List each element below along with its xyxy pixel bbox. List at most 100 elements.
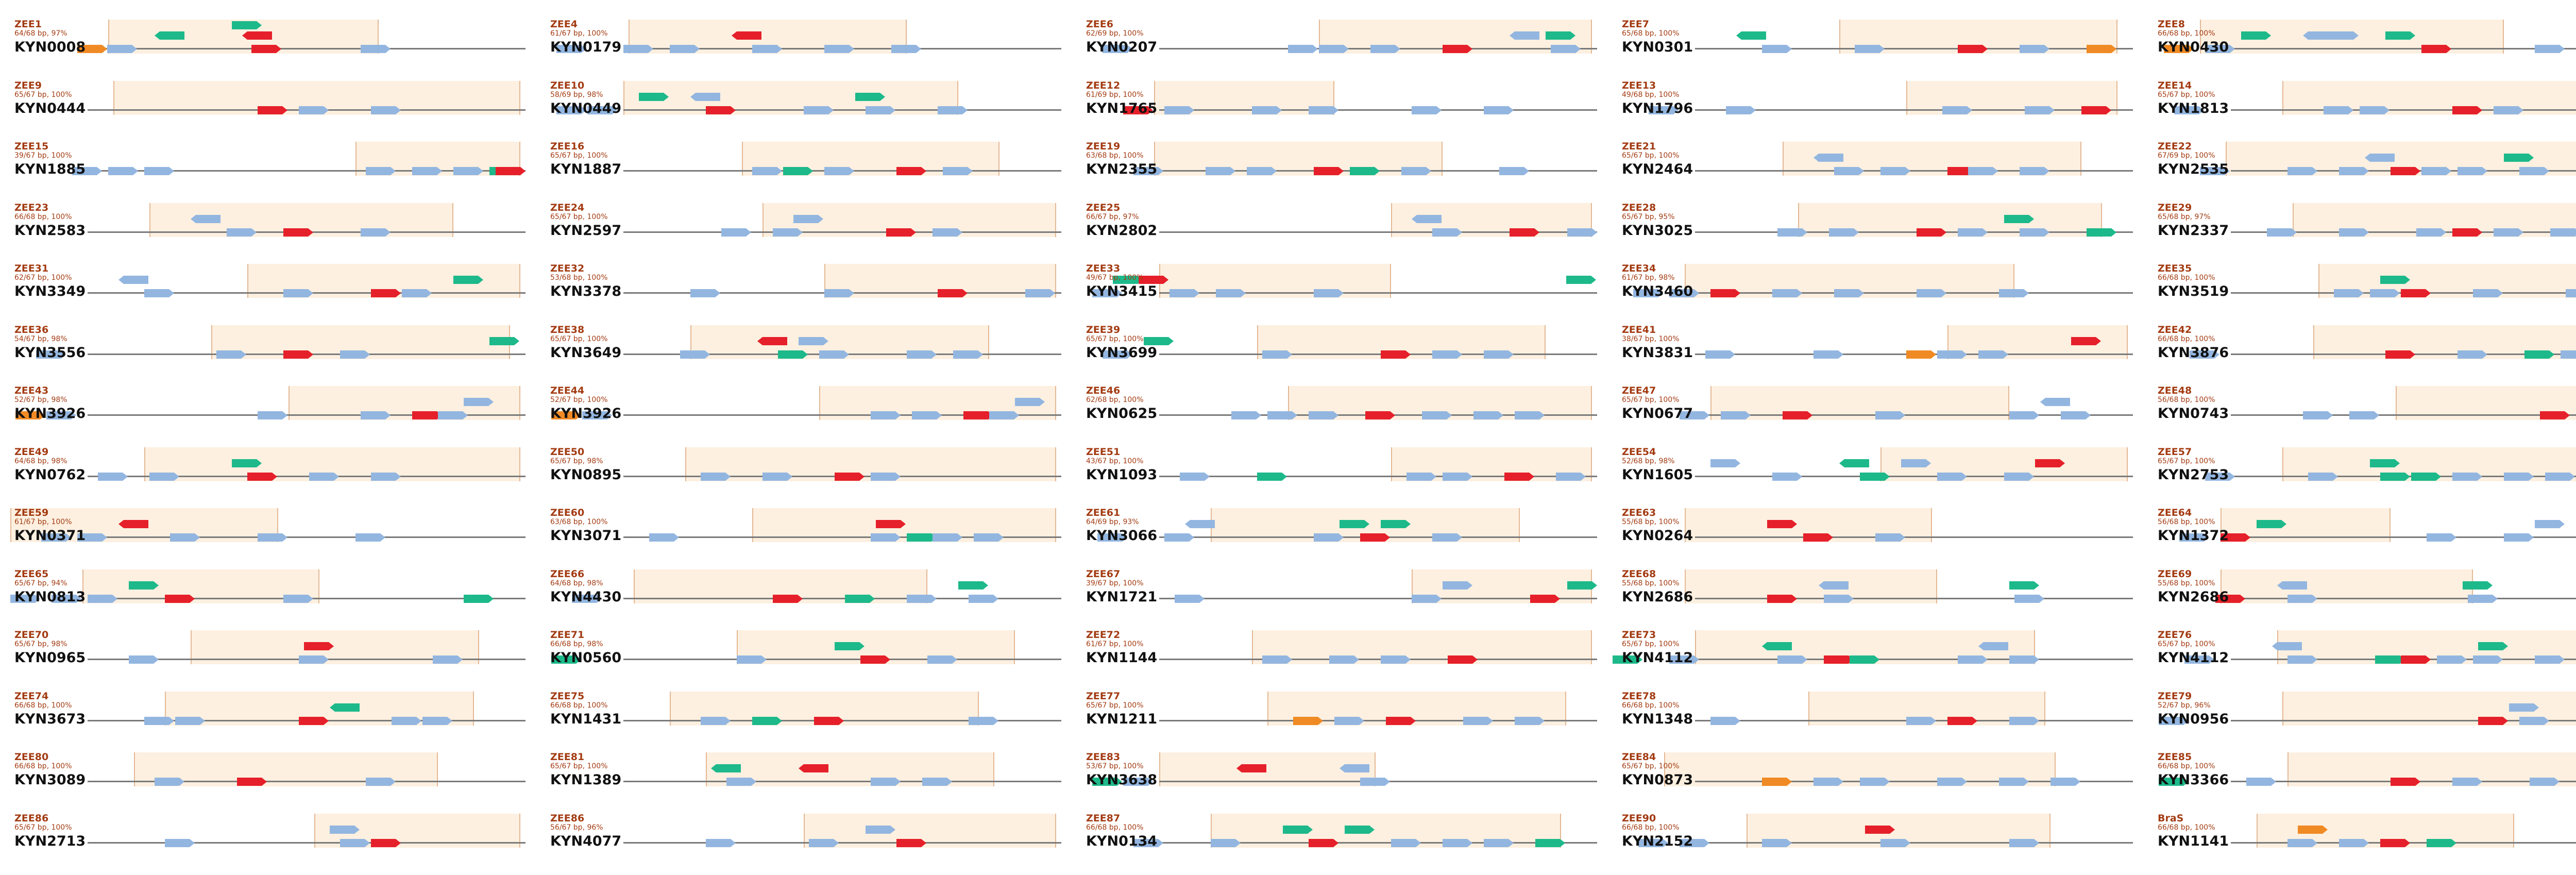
locus-id: KYN1211: [1086, 711, 1158, 727]
query-id: ZEE34: [1622, 263, 1656, 274]
gene-arrow: [2385, 30, 2415, 41]
gene-arrow: [809, 838, 839, 848]
gene-arrow: [1443, 580, 1472, 591]
contig-backbone: [88, 48, 526, 49]
gene-arrow: [2458, 166, 2487, 176]
locus-id: KYN3071: [550, 528, 622, 544]
alignment-stats: 66/68 bp, 98%: [550, 640, 603, 648]
gene-arrow: [2535, 654, 2565, 665]
gene-arrow: [1288, 44, 1318, 54]
gene-arrow: [2545, 472, 2575, 482]
query-id: ZEE84: [1622, 751, 1656, 763]
gene-arrow: [1566, 275, 1596, 285]
gene-arrow: [340, 349, 370, 360]
locus-id: KYN4430: [550, 588, 622, 605]
gene-arrow: [2566, 288, 2576, 298]
gene-arrow: [41, 532, 71, 543]
gene-arrow: [361, 44, 391, 54]
alignment-stats: 65/67 bp, 100%: [14, 90, 72, 99]
gene-arrow: [361, 410, 391, 420]
locus-id: KYN0743: [2158, 406, 2229, 422]
query-id: ZEE28: [1622, 201, 1656, 213]
gene-arrow: [2452, 777, 2482, 787]
gene-arrow: [2421, 44, 2451, 54]
contig-backbone: [2231, 48, 2576, 49]
gene-arrow: [2009, 838, 2039, 848]
gene-arrow: [1906, 349, 1936, 360]
gene-arrow: [2535, 44, 2565, 54]
alignment-stats: 63/68 bp, 100%: [1086, 152, 1144, 160]
gene-arrow: [623, 44, 653, 54]
gene-arrow: [1314, 532, 1344, 543]
gene-arrow: [896, 166, 926, 176]
gene-arrow: [1530, 594, 1560, 604]
gene-arrow: [2009, 580, 2039, 591]
gene-arrow: [793, 214, 823, 224]
contig-backbone: [1695, 170, 2133, 172]
contig-backbone: [2231, 719, 2576, 721]
gene-arrow: [2339, 166, 2369, 176]
query-id: ZEE7: [1622, 19, 1649, 30]
alignment-stats: 52/67 bp, 98%: [14, 396, 67, 404]
gene-arrow: [2478, 641, 2508, 651]
gene-arrow: [2519, 716, 2549, 726]
gene-arrow: [216, 349, 246, 360]
query-id: ZEE72: [1086, 629, 1121, 641]
gene-arrow: [107, 44, 137, 54]
contig-backbone: [1695, 781, 2133, 782]
gene-arrow: [732, 30, 761, 41]
gene-arrow: [1917, 288, 1946, 298]
gene-arrow: [1412, 594, 1442, 604]
gene-arrow: [464, 397, 494, 407]
gene-arrow: [2020, 166, 2049, 176]
gene-arrow: [2391, 166, 2420, 176]
gene-arrow: [2427, 532, 2456, 543]
gene-arrow: [299, 716, 329, 726]
alignment-stats: 67/69 bp, 100%: [2158, 152, 2215, 160]
gene-arrow: [556, 105, 586, 115]
locus-id: KYN2355: [1086, 161, 1158, 177]
gene-arrow: [412, 410, 442, 420]
gene-arrow: [1329, 654, 1359, 665]
gene-arrow: [1015, 397, 1045, 407]
locus-id: KYN0430: [2158, 39, 2229, 55]
gene-arrow: [876, 519, 906, 529]
alignment-stats: 65/67 bp, 100%: [14, 823, 72, 832]
gene-arrow: [2020, 227, 2049, 238]
gene-arrow: [907, 532, 937, 543]
contig-backbone: [1695, 292, 2133, 294]
gene-arrow: [907, 594, 937, 604]
alignment-stats: 65/67 bp, 100%: [550, 334, 608, 343]
gene-arrow: [1824, 654, 1854, 665]
query-id: ZEE33: [1086, 263, 1121, 274]
gene-arrow: [2025, 105, 2055, 115]
gene-arrow: [572, 594, 602, 604]
alignment-stats: 56/68 bp, 100%: [2158, 518, 2215, 526]
locus-id: KYN3699: [1086, 344, 1158, 361]
locus-id: KYN0301: [1622, 39, 1693, 55]
gene-arrow: [2401, 288, 2431, 298]
gene-arrow: [330, 824, 360, 835]
gene-arrow: [2004, 472, 2034, 482]
gene-arrow: [1499, 166, 1529, 176]
contig-backbone: [2231, 536, 2576, 538]
query-id: ZEE42: [2158, 324, 2192, 335]
gene-arrow: [1365, 410, 1395, 420]
gene-arrow: [1334, 716, 1364, 726]
gene-arrow: [1123, 105, 1153, 115]
contig-backbone: [1159, 353, 1597, 355]
gene-arrow: [1350, 166, 1380, 176]
gene-arrow: [392, 716, 421, 726]
gene-arrow: [1180, 472, 1210, 482]
gene-arrow: [891, 44, 921, 54]
